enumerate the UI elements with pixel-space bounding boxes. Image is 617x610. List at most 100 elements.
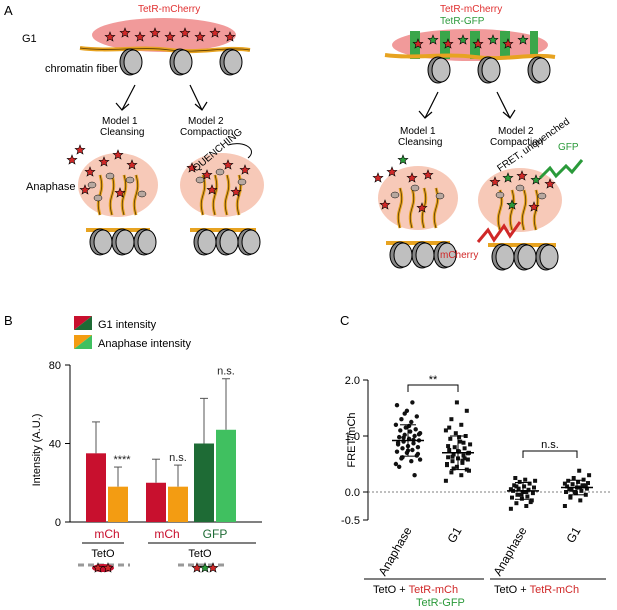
y-tick-label-c: -0.5	[341, 515, 360, 527]
construct-c-2-mch: TetR-mCh	[530, 584, 580, 596]
data-point	[467, 468, 471, 473]
data-point	[450, 454, 455, 459]
data-point	[519, 496, 524, 501]
data-point	[514, 501, 519, 506]
data-point	[564, 490, 568, 494]
data-point	[516, 486, 521, 491]
data-point	[450, 459, 455, 464]
data-point	[415, 451, 421, 457]
data-point	[518, 492, 523, 497]
protein-label-right-green: TetR-GFP	[440, 16, 485, 27]
data-point	[443, 478, 448, 483]
data-point	[394, 403, 400, 408]
data-point	[576, 479, 581, 484]
y-axis-c: -0.50.01.02.0	[341, 375, 610, 527]
data-point	[528, 500, 533, 505]
data-point	[583, 483, 588, 488]
data-point	[568, 494, 573, 499]
tetr-cloud-left	[92, 18, 236, 52]
y-tick-label-b: 80	[49, 360, 61, 372]
sig-label-c-1: **	[429, 374, 438, 386]
gfp-stripes-right	[410, 31, 538, 59]
data-point	[460, 458, 465, 463]
data-point	[577, 468, 582, 473]
data-point	[409, 459, 414, 464]
bar-g1	[194, 443, 214, 522]
data-point	[530, 491, 535, 496]
data-point	[512, 483, 517, 488]
data-point	[409, 419, 414, 425]
data-point	[451, 452, 456, 457]
arrow-model1-left	[121, 84, 136, 111]
data-point	[461, 453, 466, 458]
data-point	[397, 464, 402, 469]
data-point	[459, 422, 464, 427]
data-point	[562, 481, 567, 486]
data-point	[454, 400, 459, 405]
quenching-arrow	[227, 143, 252, 159]
anaphase-cluster-cleansing-right	[372, 154, 458, 269]
cleansing-label-right: Cleansing	[398, 137, 442, 148]
data-point	[523, 477, 528, 482]
data-point	[446, 455, 451, 460]
bar-anaphase	[108, 486, 128, 522]
data-point	[533, 478, 538, 483]
bars-b: **** n.s. n.s.	[86, 366, 236, 522]
data-point	[395, 440, 401, 445]
data-point	[453, 431, 458, 436]
bar-anaphase	[168, 486, 188, 522]
protein-label-left: TetR-mCherry	[138, 4, 200, 15]
panel-label-b: B	[4, 313, 13, 328]
data-point	[458, 439, 463, 444]
cleansing-label-left: Cleansing	[100, 127, 144, 138]
construct-label-b-1: TetO	[91, 548, 115, 560]
data-point	[524, 490, 529, 494]
gfp-label: GFP	[558, 142, 579, 153]
data-point	[400, 446, 405, 451]
sig-label-c-2: n.s.	[541, 439, 559, 451]
sig-bracket-c-1	[407, 384, 459, 392]
data-point	[411, 441, 416, 446]
significance-label-b: n.s.	[169, 452, 187, 464]
data-point	[515, 492, 520, 497]
tetO-icon-1	[78, 562, 130, 573]
sig-bracket-c-2	[522, 450, 578, 458]
data-point	[410, 400, 415, 405]
chromatin-fiber-label: chromatin fiber	[45, 63, 118, 75]
data-point	[413, 427, 418, 432]
data-point	[572, 490, 577, 494]
data-point	[449, 417, 454, 422]
data-point	[532, 485, 536, 490]
model2-label-right: Model 2	[498, 126, 534, 137]
category-label-b: GFP	[203, 527, 228, 541]
arrow-model1-right	[424, 91, 439, 119]
data-point	[447, 425, 452, 430]
category-label-c: Anaphase	[375, 524, 414, 578]
data-point	[578, 498, 583, 503]
significance-label-b: n.s.	[217, 366, 235, 378]
arrow-model2-left	[189, 84, 203, 111]
data-point	[415, 445, 421, 450]
category-label-b: mCh	[94, 527, 119, 541]
data-point	[566, 478, 571, 483]
anaphase-cluster-compaction-left	[180, 153, 264, 256]
data-point	[451, 466, 456, 471]
chromatin-fiber-right	[384, 53, 556, 61]
significance-label-b: ****	[113, 454, 131, 466]
data-point	[401, 435, 406, 440]
data-point	[416, 432, 422, 437]
model1-label-left: Model 1	[102, 116, 138, 127]
data-point	[527, 481, 532, 486]
y-tick-label-c: 1.0	[345, 431, 360, 443]
arrow-model2-right	[496, 91, 511, 119]
data-point	[402, 411, 407, 416]
data-point	[446, 444, 451, 449]
stage-anaphase-label: Anaphase	[26, 181, 76, 193]
category-label-c: G1	[563, 524, 583, 545]
y-tick-label-b: 0	[55, 517, 61, 529]
data-point	[508, 487, 513, 492]
data-point	[510, 495, 514, 500]
construct-c-1-mch: TetR-mCh	[409, 584, 459, 596]
